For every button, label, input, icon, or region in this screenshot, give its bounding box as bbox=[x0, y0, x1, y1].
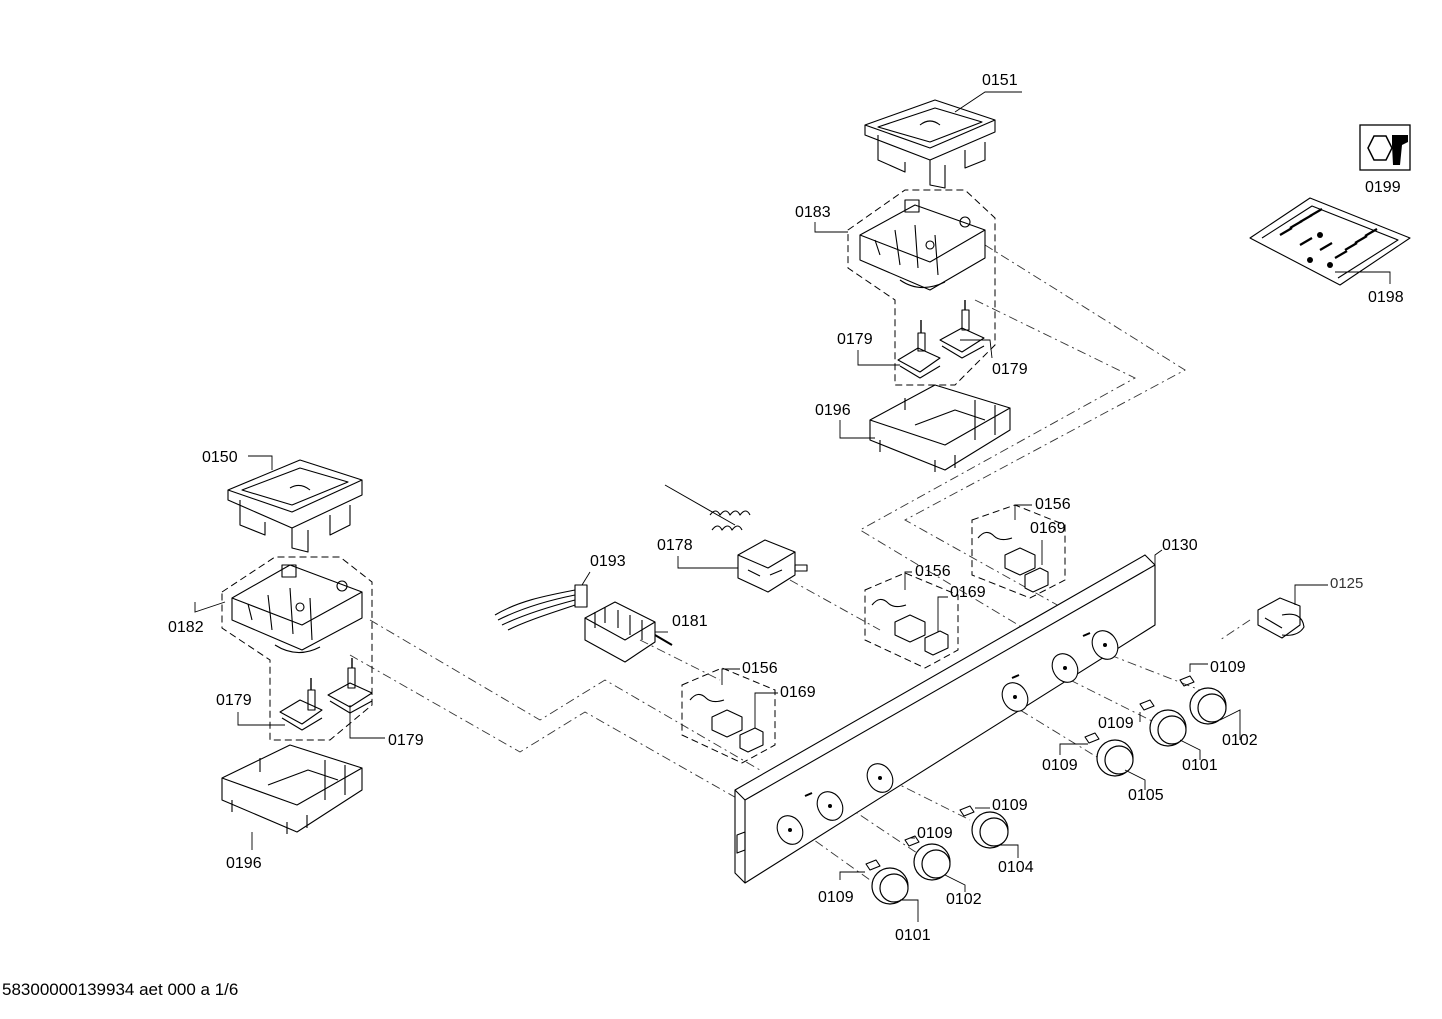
part-0150-housing bbox=[227, 459, 363, 553]
label-0156-c: 0156 bbox=[1035, 496, 1071, 513]
label-0169-c: 0169 bbox=[1030, 520, 1066, 537]
label-0105: 0105 bbox=[1128, 787, 1164, 804]
label-0125: 0125 bbox=[1330, 575, 1363, 592]
part-0156-group-b bbox=[864, 572, 959, 669]
label-0179-top-right: 0179 bbox=[992, 361, 1028, 378]
label-0179-left-a: 0179 bbox=[216, 692, 252, 709]
part-0198-screw-bag bbox=[1249, 197, 1411, 286]
part-0181-selector-switch bbox=[584, 601, 673, 663]
part-0102-knob-left bbox=[904, 835, 951, 881]
part-0156-group-c bbox=[971, 504, 1066, 599]
part-0179-thermostat-left-a bbox=[279, 678, 323, 731]
part-0102-knob-right bbox=[1179, 675, 1227, 725]
part-0183-switch-block bbox=[847, 189, 996, 386]
label-0199: 0199 bbox=[1365, 179, 1401, 196]
part-0125-clip bbox=[1257, 597, 1305, 639]
label-0198: 0198 bbox=[1368, 289, 1404, 306]
label-0169-b: 0169 bbox=[950, 584, 986, 601]
label-0104: 0104 bbox=[998, 859, 1034, 876]
label-0101-a: 0101 bbox=[1182, 757, 1218, 774]
label-0109-e: 0109 bbox=[917, 825, 953, 842]
label-0156-b: 0156 bbox=[915, 563, 951, 580]
label-0196-left: 0196 bbox=[226, 855, 262, 872]
part-0196-bracket-left bbox=[221, 744, 363, 834]
label-0102-b: 0102 bbox=[946, 891, 982, 908]
part-0104-knob bbox=[959, 805, 1009, 849]
part-0196-bracket-top bbox=[869, 384, 1011, 472]
label-0109-d: 0109 bbox=[992, 797, 1028, 814]
part-0105-knob bbox=[1084, 732, 1134, 777]
part-0179-thermostat-top-a bbox=[897, 320, 941, 379]
part-0178-thermostat bbox=[664, 484, 808, 593]
document-id-footer: 58300000139934 aet 000 a 1/6 bbox=[2, 980, 239, 999]
label-0183: 0183 bbox=[795, 204, 831, 221]
part-0179-thermostat-left-b bbox=[327, 658, 373, 714]
label-0109-c: 0109 bbox=[1042, 757, 1078, 774]
label-0150: 0150 bbox=[202, 449, 238, 466]
part-0101-knob-left bbox=[865, 859, 909, 905]
label-0169-a: 0169 bbox=[780, 684, 816, 701]
label-0179-top-left: 0179 bbox=[837, 331, 873, 348]
label-0178: 0178 bbox=[657, 537, 693, 554]
part-0130-control-panel bbox=[734, 554, 1156, 884]
part-0179-thermostat-top-b bbox=[939, 300, 985, 359]
part-0156-group-a bbox=[681, 667, 776, 764]
part-0151-housing bbox=[864, 99, 996, 189]
label-0156-a: 0156 bbox=[742, 660, 778, 677]
label-0151: 0151 bbox=[982, 72, 1018, 89]
label-0179-left-b: 0179 bbox=[388, 732, 424, 749]
label-0182: 0182 bbox=[168, 619, 204, 636]
part-0101-knob-right bbox=[1139, 699, 1187, 747]
label-0130: 0130 bbox=[1162, 537, 1198, 554]
wrench-icon bbox=[1359, 124, 1411, 171]
label-0109-b: 0109 bbox=[1098, 715, 1134, 732]
label-0196-top: 0196 bbox=[815, 402, 851, 419]
label-0109-f: 0109 bbox=[818, 889, 854, 906]
label-0181: 0181 bbox=[672, 613, 708, 630]
label-0102-a: 0102 bbox=[1222, 732, 1258, 749]
label-0109-a: 0109 bbox=[1210, 659, 1246, 676]
part-0193-harness bbox=[494, 584, 588, 631]
label-0101-b: 0101 bbox=[895, 927, 931, 944]
label-0193: 0193 bbox=[590, 553, 626, 570]
part-0182-switch-block bbox=[221, 556, 373, 741]
